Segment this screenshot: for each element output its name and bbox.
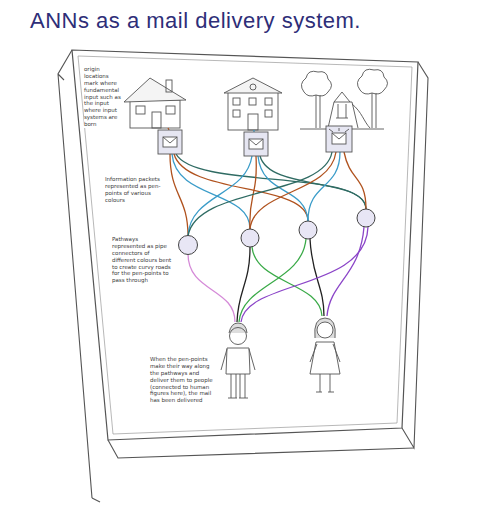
building-window (265, 98, 272, 105)
pathway (188, 254, 235, 322)
building-window (249, 98, 256, 105)
envelope-flap (249, 139, 263, 145)
head (230, 328, 247, 345)
house-door (152, 112, 161, 128)
pathways-lower (188, 227, 368, 322)
hubs (179, 209, 376, 255)
arms (310, 344, 340, 362)
building-door (248, 114, 258, 130)
pathway (308, 152, 340, 221)
hub-circle (299, 221, 317, 239)
pathway (172, 154, 250, 229)
legs (316, 374, 334, 392)
annotation-note: Pathways represented as pipe connectors … (112, 236, 172, 284)
pathway (260, 156, 366, 209)
building-window (233, 110, 240, 117)
house-window (136, 106, 145, 114)
board (72, 50, 418, 440)
title: ANNs as a mail delivery system. (30, 8, 361, 34)
legs (231, 374, 245, 398)
pathway (250, 152, 336, 229)
slide (352, 104, 370, 128)
pathway (344, 152, 366, 209)
dress (310, 342, 340, 374)
torso (226, 348, 250, 374)
hub-circle (357, 209, 375, 227)
pathway (237, 247, 250, 322)
pathway (174, 154, 308, 221)
board-inner-edge (78, 56, 412, 434)
pathway (239, 239, 306, 322)
mailbox (244, 132, 268, 156)
head (317, 322, 333, 338)
building-roof (224, 78, 282, 93)
building-clock (250, 84, 256, 90)
tree-trunk (316, 95, 320, 128)
hair (315, 318, 336, 338)
tree-crown (357, 69, 387, 94)
building-stubs (168, 126, 337, 132)
house-wall (130, 100, 180, 128)
pathway (188, 156, 252, 236)
hub-circle (179, 236, 198, 255)
building-drawing (224, 78, 282, 130)
pathway (241, 227, 368, 322)
envelope-flap (329, 128, 349, 139)
tree-trunk (372, 93, 376, 128)
envelope-flap (163, 137, 177, 143)
mailbox (158, 130, 182, 154)
swing (336, 104, 348, 118)
house-window (166, 106, 175, 114)
girl-figure (310, 318, 340, 392)
building-window (265, 110, 272, 117)
envelope (249, 139, 263, 149)
arms (221, 349, 255, 370)
boy-figure (221, 323, 255, 398)
hub-circle (241, 229, 259, 247)
annotation-note: origin locations mark where fundamental … (84, 66, 124, 128)
chimney (166, 80, 172, 92)
building-wall (228, 92, 278, 130)
mailboxes (158, 126, 352, 156)
feet (228, 398, 248, 399)
building-window (233, 98, 240, 105)
house-roof (124, 78, 186, 102)
annotation-note: When the pen-points make their way along… (150, 356, 218, 404)
mailbox (326, 126, 352, 152)
park-drawing (300, 69, 388, 129)
pathway (170, 154, 188, 236)
play-frame (328, 92, 358, 128)
house-drawing (124, 78, 186, 128)
annotation-note: Information packets represented as pen-p… (105, 176, 161, 204)
tree-crown (301, 71, 331, 96)
board-base (108, 440, 414, 458)
hair (229, 323, 247, 333)
foot (92, 498, 100, 502)
pathways-upper (170, 152, 366, 236)
easel-frame (58, 50, 428, 502)
envelope (163, 137, 177, 147)
